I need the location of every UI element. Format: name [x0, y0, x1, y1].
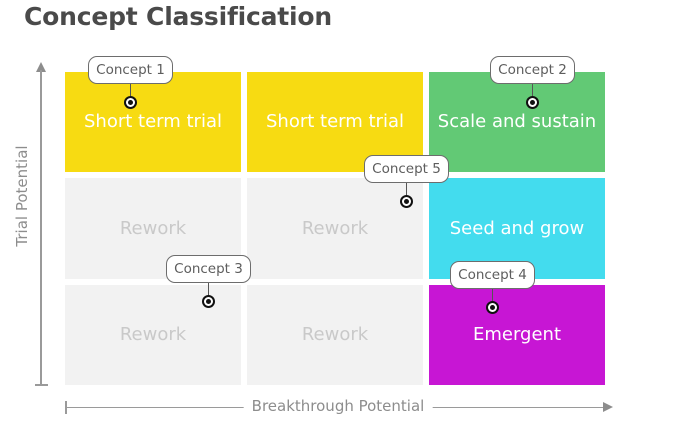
concept-marker-2[interactable]: Concept 2	[490, 56, 580, 112]
cell-label: Seed and grow	[449, 217, 585, 239]
concept-stem	[129, 84, 131, 97]
concept-point-dot[interactable]	[124, 96, 137, 109]
concept-label-box[interactable]: Concept 5	[364, 155, 449, 183]
concept-label-box[interactable]: Concept 1	[88, 56, 173, 84]
concept-marker-3[interactable]: Concept 3	[166, 255, 256, 311]
concept-marker-5[interactable]: Concept 5	[364, 155, 454, 211]
arrow-up-icon	[35, 62, 46, 72]
concept-label-text: Concept 3	[174, 261, 243, 277]
concept-label-text: Concept 2	[498, 62, 567, 78]
x-axis-label: Breakthrough Potential	[243, 397, 433, 415]
y-axis-label: Trial Potential	[11, 136, 33, 256]
cell-label: Rework	[301, 217, 369, 239]
y-axis-tick	[34, 384, 48, 386]
concept-label-box[interactable]: Concept 4	[450, 261, 535, 289]
concept-label-text: Concept 5	[372, 161, 441, 177]
concept-stem	[405, 183, 407, 196]
concept-marker-4[interactable]: Concept 4	[450, 261, 540, 317]
matrix-cell-short-term-trial-2[interactable]: Short term trial	[247, 72, 423, 173]
page-title: Concept Classification	[24, 2, 332, 31]
cell-label: Rework	[119, 217, 187, 239]
matrix-cell-scale-and-sustain[interactable]: Scale and sustain	[429, 72, 605, 173]
concept-point-dot[interactable]	[202, 295, 215, 308]
y-axis	[33, 62, 49, 387]
concept-label-text: Concept 1	[96, 62, 165, 78]
classification-matrix: Short term trial Short term trial Scale …	[65, 72, 605, 385]
cell-label: Scale and sustain	[437, 111, 597, 133]
x-axis: Breakthrough Potential	[58, 397, 618, 416]
concept-label-box[interactable]: Concept 2	[490, 56, 575, 84]
arrow-right-icon	[603, 401, 613, 412]
concept-point-dot[interactable]	[486, 301, 499, 314]
concept-stem	[531, 84, 533, 97]
matrix-cell-emergent[interactable]: Emergent	[429, 284, 605, 385]
concept-label-box[interactable]: Concept 3	[166, 255, 251, 283]
concept-point-dot[interactable]	[400, 195, 413, 208]
cell-label: Short term trial	[84, 111, 222, 133]
concept-stem	[207, 283, 209, 296]
cell-label: Rework	[119, 324, 187, 346]
cell-label: Emergent	[472, 324, 562, 346]
cell-label: Short term trial	[266, 111, 404, 133]
concept-label-text: Concept 4	[458, 267, 527, 283]
matrix-cell-short-term-trial-1[interactable]: Short term trial	[65, 72, 241, 173]
cell-label: Rework	[301, 324, 369, 346]
matrix-cell-rework-2[interactable]: Rework	[247, 178, 423, 279]
concept-point-dot[interactable]	[526, 96, 539, 109]
concept-marker-1[interactable]: Concept 1	[88, 56, 178, 112]
matrix-cell-rework-4[interactable]: Rework	[247, 284, 423, 385]
y-axis-line	[40, 70, 42, 385]
concept-stem	[491, 289, 493, 302]
